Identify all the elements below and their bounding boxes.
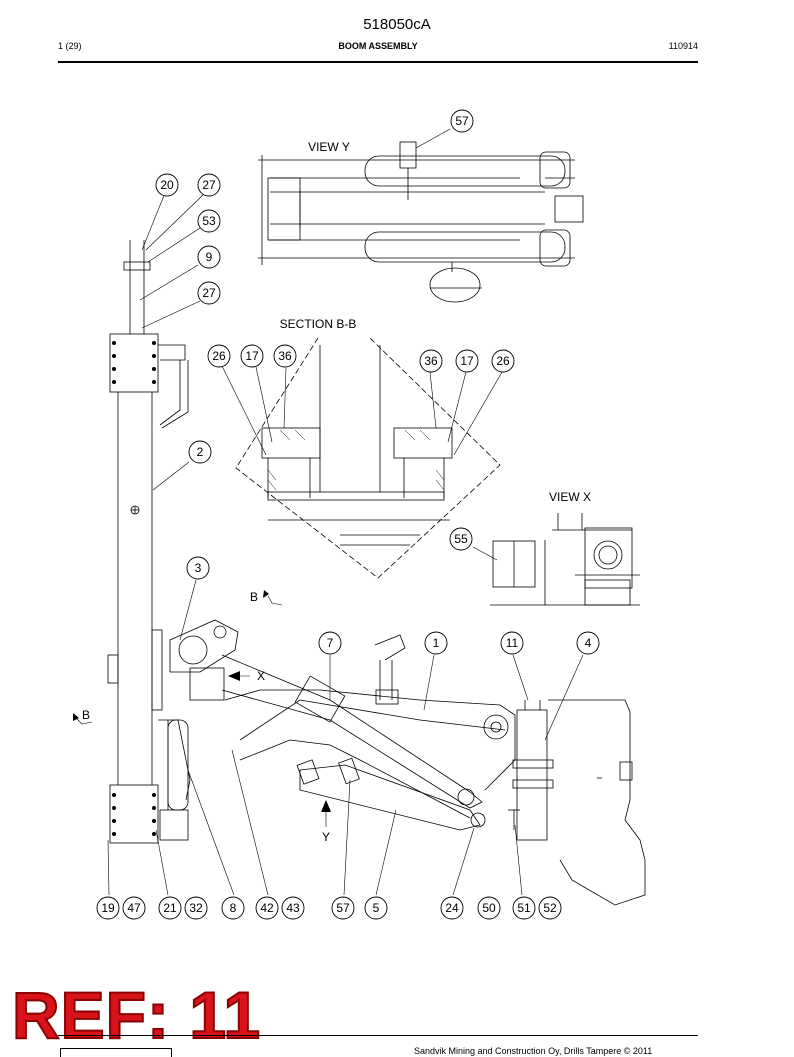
page-number: 1 (29): [58, 41, 82, 51]
callout-circles: [96, 109, 600, 920]
callout-4: 4: [585, 636, 592, 650]
callout-19: 19: [101, 901, 115, 915]
section-marker-b-left: B: [82, 708, 90, 722]
document-number: 518050cA: [363, 16, 431, 33]
callout-57-bottom: 57: [336, 901, 350, 915]
callout-32: 32: [189, 901, 203, 915]
date-code: 110914: [668, 41, 698, 51]
callout-21: 21: [163, 901, 177, 915]
footer-divider: [58, 1035, 698, 1036]
callout-26-left: 26: [212, 349, 226, 363]
callout-43: 43: [286, 901, 300, 915]
view-y-label: VIEW Y: [308, 140, 350, 154]
header-divider: [58, 61, 698, 63]
mounting-bracket-drawing: [508, 699, 646, 906]
callout-7: 7: [327, 636, 334, 650]
callout-47: 47: [127, 901, 141, 915]
section-marker-b-upper: B: [250, 590, 258, 604]
leader-lines: [75, 128, 584, 896]
callout-24: 24: [445, 901, 459, 915]
callout-9: 9: [206, 250, 213, 264]
view-x-drawing: [490, 513, 640, 606]
footer-copyright: Sandvik Mining and Construction Oy, Dril…: [414, 1046, 653, 1056]
callout-5: 5: [373, 901, 380, 915]
callout-11: 11: [506, 636, 519, 650]
callout-2: 2: [197, 445, 204, 459]
callout-36-left: 36: [278, 349, 292, 363]
callout-50: 50: [482, 901, 496, 915]
callout-51: 51: [517, 901, 531, 915]
page-header: 1 (29) BOOM ASSEMBLY 110914: [58, 41, 698, 57]
callout-55: 55: [454, 532, 468, 546]
view-marker-y: Y: [322, 830, 330, 844]
callout-1: 1: [433, 636, 440, 650]
view-marker-x: X: [257, 669, 265, 683]
callout-3: 3: [195, 561, 202, 575]
callout-27-b: 27: [202, 286, 216, 300]
page-title: BOOM ASSEMBLY: [338, 41, 418, 51]
callout-53: 53: [202, 214, 216, 228]
view-x-label: VIEW X: [549, 490, 591, 504]
callout-17-left: 17: [245, 349, 259, 363]
callout-27-a: 27: [202, 178, 216, 192]
callout-17-right: 17: [460, 354, 474, 368]
callout-52: 52: [543, 901, 557, 915]
view-y-drawing: [258, 141, 584, 303]
callout-57-top: 57: [455, 114, 469, 128]
vertical-boom-drawing: [107, 240, 189, 844]
section-bb-label: SECTION B-B: [280, 317, 357, 331]
callout-8: 8: [230, 901, 237, 915]
callout-26-right: 26: [496, 354, 510, 368]
reference-stamp: REF: 11: [11, 978, 262, 1052]
callout-36-right: 36: [424, 354, 438, 368]
callout-20: 20: [160, 178, 174, 192]
callout-42: 42: [260, 901, 274, 915]
